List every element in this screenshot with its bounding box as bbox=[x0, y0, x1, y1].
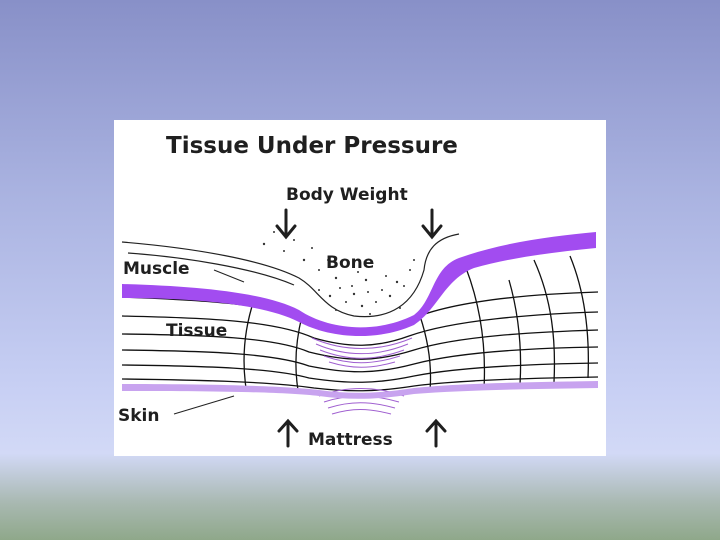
skin-label: Skin bbox=[118, 406, 159, 426]
mattress-label: Mattress bbox=[308, 430, 393, 450]
muscle-band bbox=[122, 232, 596, 337]
body-weight-label: Body Weight bbox=[286, 185, 408, 205]
bone-speckles bbox=[262, 231, 415, 315]
compression-rings-upper bbox=[311, 337, 413, 368]
skin-band bbox=[122, 381, 598, 399]
up-arrow-left-icon bbox=[277, 418, 299, 448]
tissue-label: Tissue bbox=[166, 321, 227, 341]
diagram-title: Tissue Under Pressure bbox=[166, 133, 458, 159]
down-arrow-left-icon bbox=[275, 208, 297, 240]
muscle-label: Muscle bbox=[123, 259, 190, 279]
up-arrow-right-icon bbox=[425, 418, 447, 448]
muscle-leader-line bbox=[213, 269, 245, 283]
tissue-horizontal-lines bbox=[121, 291, 599, 392]
diagram-canvas: Tissue Under Pressure Body Weight bbox=[118, 133, 599, 450]
bone-label: Bone bbox=[326, 253, 374, 273]
outer-contour-lines bbox=[121, 233, 460, 318]
tissue-pressure-diagram: Tissue Under Pressure Body Weight bbox=[114, 120, 606, 456]
down-arrow-right-icon bbox=[421, 208, 443, 240]
tissue-vertical-lines bbox=[243, 255, 589, 391]
skin-leader-line bbox=[173, 395, 235, 415]
